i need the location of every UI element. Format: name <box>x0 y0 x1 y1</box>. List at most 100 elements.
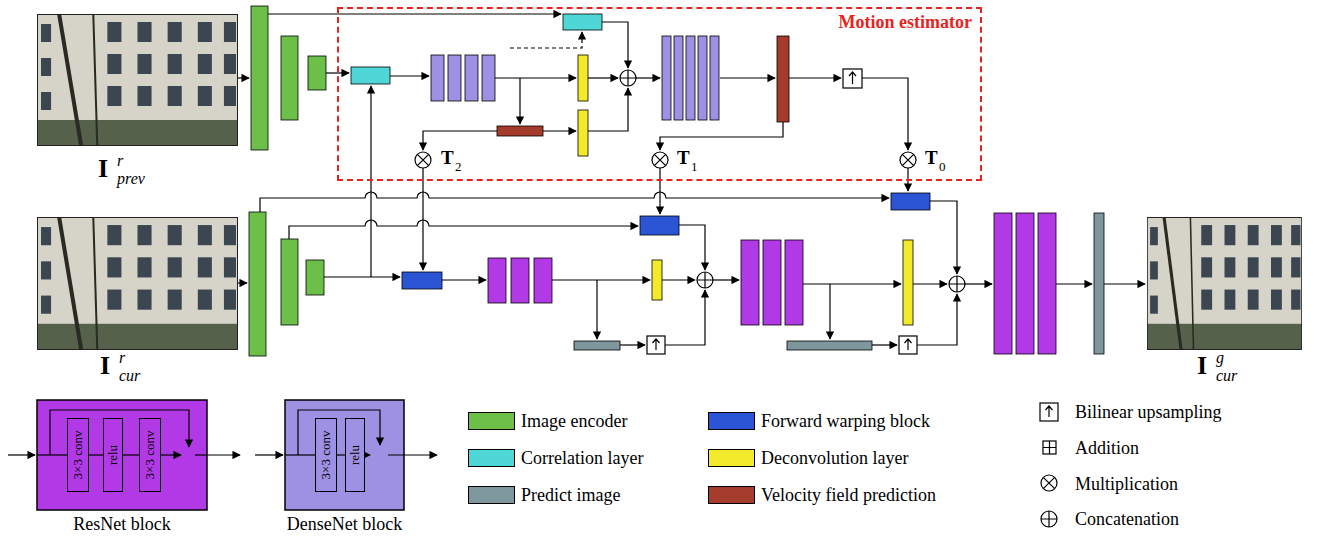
wire <box>422 168 423 270</box>
input-image-current <box>37 217 238 350</box>
legend-swatch <box>708 449 755 467</box>
resnet-block-bar <box>1038 213 1056 354</box>
wire <box>662 279 695 280</box>
connector <box>337 454 345 455</box>
input-image-previous <box>37 14 238 146</box>
wire <box>289 220 638 239</box>
predict-image-bar <box>574 341 620 350</box>
wire <box>596 280 597 339</box>
concatenation-symbol <box>697 272 713 288</box>
input-image-previous <box>37 14 238 146</box>
superscript: r <box>119 350 125 366</box>
transform-symbol: T <box>677 148 690 167</box>
wire <box>1056 283 1092 284</box>
upsampling-symbol <box>653 339 660 350</box>
layer-label: relu <box>106 445 120 465</box>
densenet-block: DenseNet block3×3 convrelu <box>285 400 404 510</box>
block-wire <box>285 454 315 455</box>
relu-layer: relu <box>103 418 123 492</box>
image-encoder-bar <box>249 212 266 356</box>
multiplication-symbol <box>1041 475 1057 491</box>
resnet-block-bar <box>511 258 529 303</box>
concatenation-symbol <box>1041 511 1057 527</box>
wire <box>720 77 775 78</box>
velocity-field-bar <box>777 36 789 122</box>
deconvolution-bar <box>578 55 913 325</box>
wire <box>620 344 645 345</box>
layer-label: 3×3 conv <box>319 431 333 480</box>
multiplication-symbol <box>415 152 431 168</box>
legend-text: Forward warping block <box>761 411 930 431</box>
wire <box>660 122 783 150</box>
wire <box>260 192 889 212</box>
block-wire <box>255 454 283 455</box>
wire <box>602 22 628 68</box>
concatenation-symbol <box>620 70 636 86</box>
conv-layer: 3×3 conv <box>67 418 89 492</box>
image-encoder-bar <box>281 239 298 325</box>
wire <box>519 78 520 124</box>
block-wire <box>8 454 35 455</box>
concatenation-symbol <box>620 70 636 86</box>
resnet-block-body <box>37 400 207 510</box>
wire <box>665 290 705 345</box>
motion-estimator-region: Motion estimator <box>337 7 982 181</box>
densenet-block-bar <box>465 55 478 101</box>
upsampling-symbol <box>843 69 862 88</box>
region-heading: Motion estimator <box>839 12 972 32</box>
upsampling-symbol <box>1046 406 1053 417</box>
deconvolution-bar <box>578 55 588 101</box>
upsampling-symbol <box>905 339 912 350</box>
deconvolution-bar <box>903 240 913 325</box>
deconvolution-bar <box>578 110 588 156</box>
upsampling-symbol <box>899 336 917 354</box>
legend-text: Deconvolution layer <box>761 448 908 468</box>
concatenation-symbol <box>949 276 965 292</box>
legend-text: Predict image <box>521 485 620 505</box>
concatenation-symbol <box>949 276 965 292</box>
legend-swatch <box>468 412 515 430</box>
block-wire <box>161 454 181 455</box>
upsampling-symbol <box>1040 403 1058 421</box>
wire <box>370 86 371 277</box>
wire <box>679 225 705 270</box>
resnet-block-bar <box>488 258 506 303</box>
wire <box>495 77 576 78</box>
subscript: 2 <box>455 160 462 173</box>
image-encoder-bar <box>306 260 324 295</box>
resnet-block-bar <box>534 258 552 303</box>
wire <box>510 32 582 48</box>
resnet-block-bar <box>1016 213 1034 354</box>
velocity-field-bar <box>497 126 543 136</box>
densenet-block-body <box>285 400 404 510</box>
image-symbol: I <box>1197 353 1207 379</box>
multiplication-symbol <box>654 154 665 165</box>
layer-label: 3×3 conv <box>143 431 157 480</box>
multiplication-symbol <box>900 152 916 168</box>
block-wire <box>298 410 380 455</box>
conv-layer: 3×3 conv <box>139 418 161 492</box>
multiplication-symbol <box>1043 477 1054 488</box>
connector <box>89 454 103 455</box>
densenet-block-bar <box>662 36 671 120</box>
densenet-block-bar <box>686 36 695 120</box>
layer-label: relu <box>348 445 362 465</box>
concatenation-symbol <box>372 70 1057 527</box>
multiplication-symbol <box>415 152 1057 491</box>
wire <box>917 294 957 345</box>
wire <box>552 279 650 280</box>
subscript: 0 <box>939 160 946 173</box>
superscript: g <box>1216 350 1224 366</box>
predict-image-bar <box>574 213 1104 354</box>
densenet-block-bar <box>710 36 719 120</box>
wire <box>862 78 908 150</box>
upsampling-symbol <box>849 72 856 84</box>
wire <box>713 279 739 280</box>
concatenation-symbol <box>1041 511 1057 527</box>
block-wire <box>388 454 437 455</box>
connector <box>123 454 139 455</box>
legend-swatch <box>468 486 515 504</box>
image-encoder-bar <box>249 6 326 356</box>
densenet-block-bar <box>674 36 683 120</box>
